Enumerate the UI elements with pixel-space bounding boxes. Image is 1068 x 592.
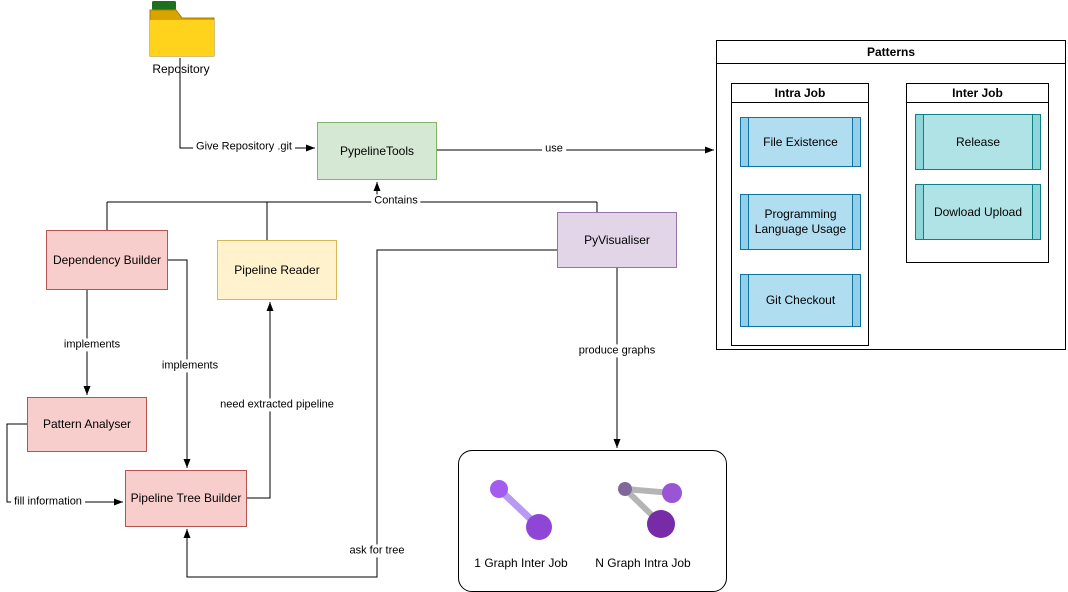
node-dependency-builder: Dependency Builder — [46, 230, 168, 290]
node-pipeline-tree-builder: Pipeline Tree Builder — [125, 470, 247, 527]
node-pypeline-tools: PypelineTools — [317, 122, 437, 180]
intra-job-group: Intra Job File Existence Programming Lan… — [731, 83, 869, 346]
edge-label-produce-graphs: produce graphs — [575, 344, 659, 358]
inter-job-title: Inter Job — [907, 84, 1048, 103]
edge-contains-lines — [106, 201, 598, 240]
intra-job-graph-icon — [618, 482, 682, 538]
node-py-visualiser: PyVisualiser — [557, 212, 677, 268]
edge-label-fill-information: fill information — [11, 495, 85, 509]
repository-label: Repository — [152, 62, 210, 76]
intra-job-graph-caption: N Graph Intra Job — [595, 556, 691, 570]
folder-tab-accent — [152, 1, 176, 10]
graph-output-panel: 1 Graph Inter Job N Graph Intra Job — [458, 450, 727, 592]
pattern-programming-language-usage: Programming Language Usage — [740, 194, 861, 250]
patterns-panel-title: Patterns — [717, 41, 1065, 64]
pattern-dowload-upload: Dowload Upload — [915, 184, 1041, 240]
edge-label-contains: Contains — [371, 194, 421, 208]
pattern-file-existence: File Existence — [740, 117, 861, 167]
pattern-git-checkout: Git Checkout — [740, 274, 861, 327]
inter-job-graph-caption: 1 Graph Inter Job — [474, 556, 568, 570]
patterns-panel: Patterns Intra Job File Existence Progra… — [716, 40, 1066, 350]
edge-label-need-extracted-pipeline: need extracted pipeline — [217, 398, 337, 412]
edge-label-give-repository: Give Repository .git — [193, 140, 295, 154]
repository-folder-icon — [149, 1, 215, 57]
edge-label-ask-for-tree: ask for tree — [346, 544, 408, 558]
edge-label-implements-b: implements — [158, 359, 222, 373]
pattern-release: Release — [915, 114, 1041, 170]
inter-job-graph-icon — [490, 480, 552, 540]
node-pattern-analyser: Pattern Analyser — [27, 397, 147, 452]
intra-job-title: Intra Job — [732, 84, 868, 103]
edge-label-implements-a: implements — [60, 338, 124, 352]
inter-job-group: Inter Job Release Dowload Upload — [906, 83, 1049, 263]
edge-label-use: use — [542, 142, 566, 156]
node-pipeline-reader: Pipeline Reader — [217, 240, 337, 300]
